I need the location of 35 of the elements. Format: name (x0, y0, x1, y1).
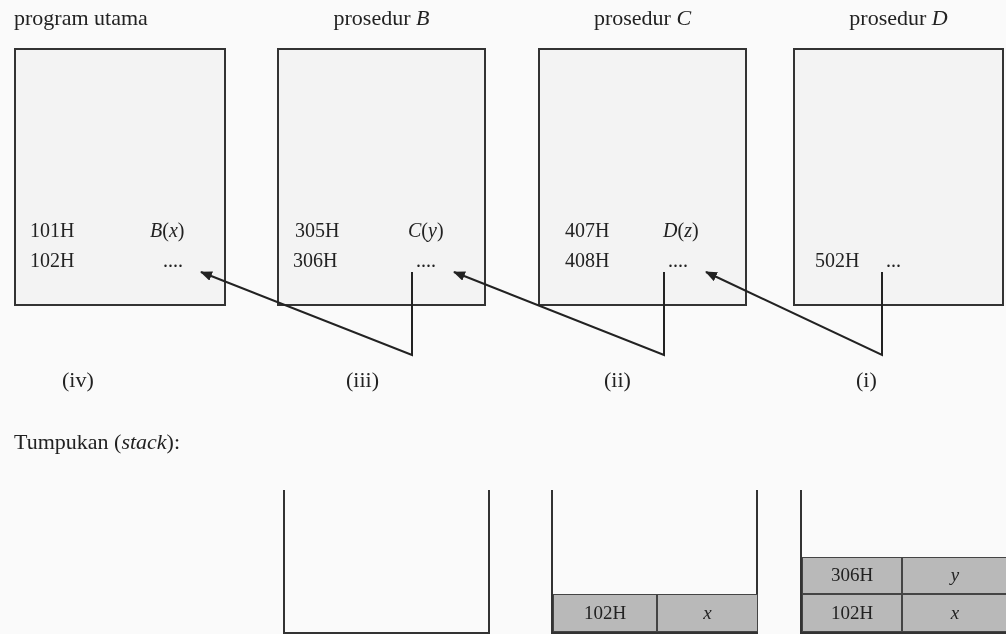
step-label: (ii) (604, 367, 631, 392)
code-line: 305H (295, 219, 340, 241)
procedure-heading: prosedur D (849, 4, 948, 32)
stack-cell: y (902, 557, 1006, 594)
return-arrow (200, 271, 413, 357)
code-line: C(y) (408, 219, 444, 241)
code-line: 408H (565, 249, 610, 271)
code-line: 101H (30, 219, 75, 241)
code-line: B(x) (150, 219, 185, 241)
stack-cell: 102H (553, 594, 657, 632)
ellipsis: .... (157, 248, 201, 272)
stack-container (551, 490, 758, 634)
section-heading: Tumpukan (stack): (14, 429, 181, 454)
code-line: D(z) (663, 219, 699, 241)
procedure-heading: prosedur C (593, 4, 692, 32)
return-arrow (453, 271, 665, 357)
code-line: 102H (30, 249, 75, 271)
ellipsis: .... (662, 248, 706, 272)
code-line: 306H (293, 249, 338, 271)
step-label: (i) (856, 367, 877, 392)
procedure-heading: program utama (14, 4, 148, 32)
procedure-heading: prosedur B (333, 4, 430, 32)
stack-cell: x (902, 594, 1006, 632)
stack-cell: 102H (802, 594, 902, 632)
return-arrow (705, 271, 883, 357)
stack-cell: 306H (802, 557, 902, 594)
code-line: 407H (565, 219, 610, 241)
step-label: (iii) (346, 367, 379, 392)
step-label: (iv) (62, 367, 94, 392)
code-line: 502H (815, 249, 860, 271)
ellipsis: ... (880, 248, 924, 272)
stack-cell: x (657, 594, 758, 632)
stack-container (800, 490, 1006, 634)
stack-container (283, 490, 490, 634)
ellipsis: .... (410, 248, 454, 272)
